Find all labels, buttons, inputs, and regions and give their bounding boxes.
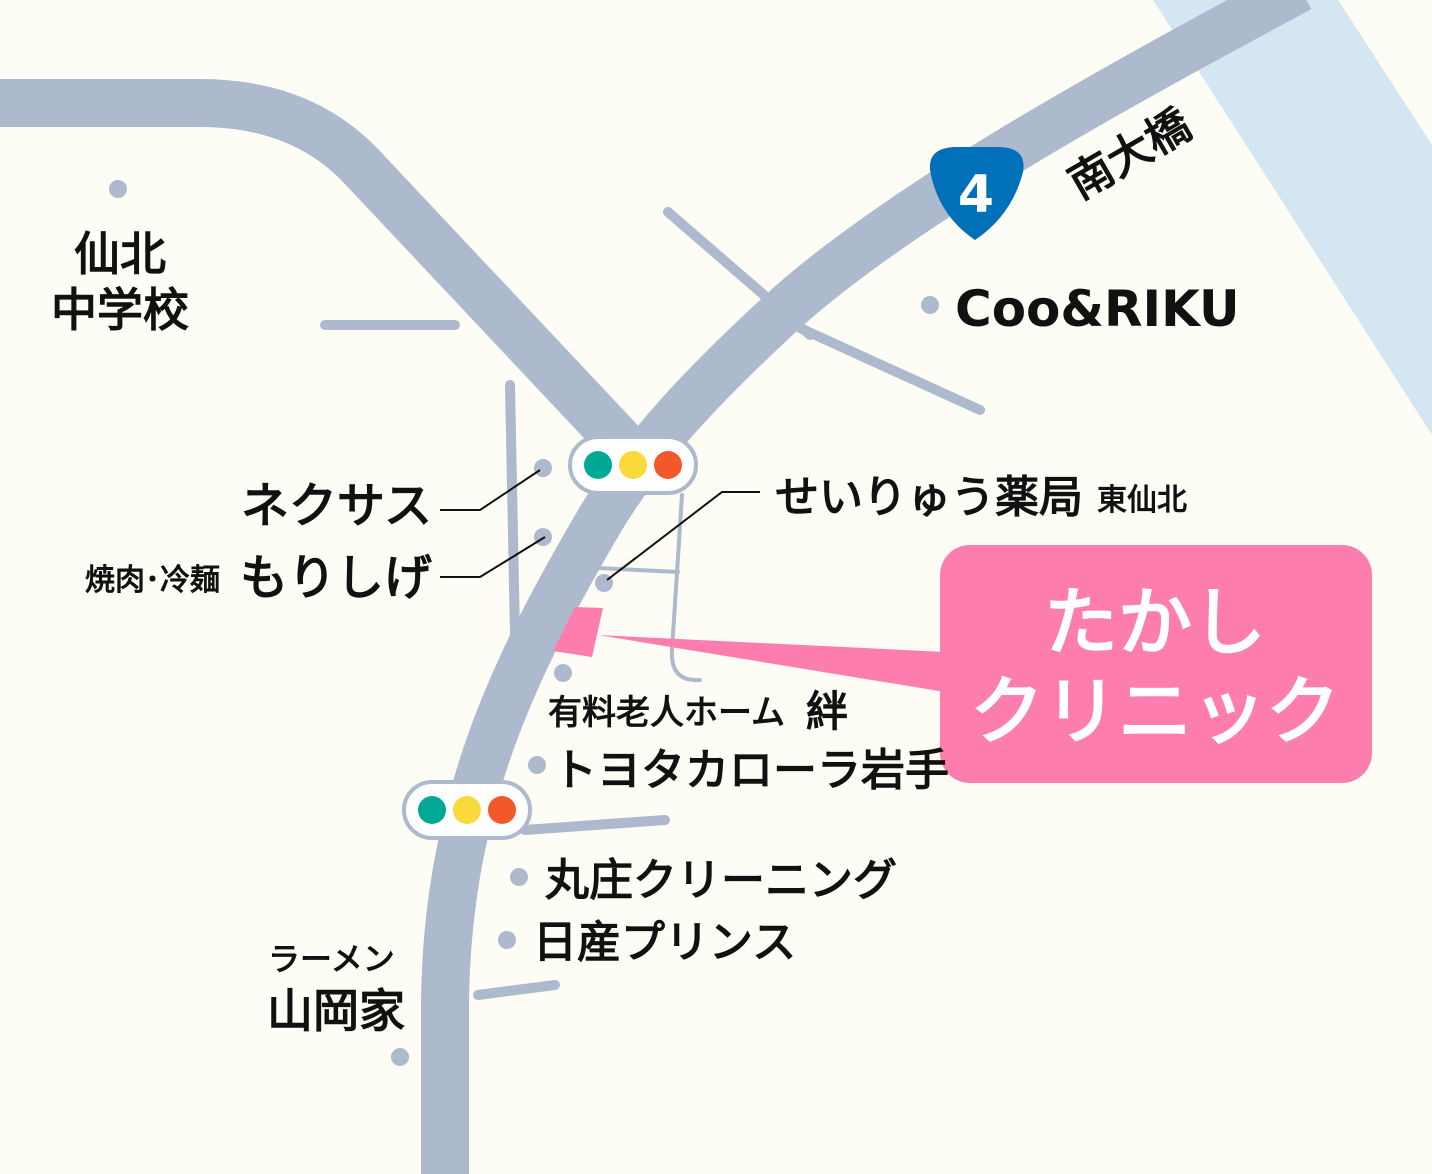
clinic-name-line1: たかし bbox=[1044, 580, 1266, 666]
minor-road bbox=[505, 380, 520, 640]
clinic-name-line2: クリニック bbox=[970, 669, 1340, 755]
route-number: 4 bbox=[958, 165, 994, 225]
label-nursing-home-name: 絆 bbox=[806, 687, 848, 736]
minor-roads bbox=[320, 207, 985, 1000]
minor-road bbox=[473, 980, 560, 1000]
national-route-shield-icon: 4 bbox=[929, 147, 1024, 240]
callout-pointer bbox=[598, 635, 945, 692]
label-pharmacy-branch: 東仙北 bbox=[1097, 483, 1187, 518]
leader-line bbox=[440, 469, 541, 511]
clinic-callout: たかし クリニック bbox=[940, 545, 1372, 783]
poi-dot bbox=[510, 868, 528, 886]
poi-dot bbox=[109, 180, 127, 198]
label-pharmacy: せいりゅう薬局 bbox=[775, 472, 1083, 523]
label-nursing-home: 有料老人ホーム bbox=[548, 693, 785, 733]
poi-dot bbox=[554, 664, 572, 682]
poi-dot bbox=[534, 459, 552, 477]
main-road-west bbox=[0, 79, 648, 469]
poi-dot bbox=[391, 1048, 409, 1066]
minor-road bbox=[520, 815, 670, 835]
poi-dot bbox=[498, 931, 516, 949]
label-school: 中学校 bbox=[51, 283, 189, 337]
route-4-road bbox=[421, 0, 1312, 1174]
poi-dot bbox=[534, 528, 552, 546]
poi-dot bbox=[528, 756, 546, 774]
label-ramen: 山岡家 bbox=[267, 984, 405, 1038]
traffic-light-icon bbox=[568, 435, 698, 495]
label-morishige: もりしげ bbox=[240, 550, 432, 606]
label-cleaning: 丸庄クリーニング bbox=[544, 855, 897, 906]
poi-dots bbox=[109, 180, 939, 1066]
label-ramen-category: ラーメン bbox=[268, 940, 395, 978]
alley bbox=[669, 493, 702, 683]
label-coo-riku: Coo&RIKU bbox=[955, 280, 1240, 338]
main-roads bbox=[0, 0, 1312, 1174]
label-nissan: 日産プリンス bbox=[533, 917, 796, 968]
clinic-building bbox=[553, 607, 603, 657]
traffic-light-icon bbox=[402, 780, 532, 840]
leader-line bbox=[606, 491, 760, 581]
river bbox=[1153, 0, 1432, 435]
minor-road bbox=[795, 323, 985, 415]
label-nexus: ネクサス bbox=[241, 478, 432, 534]
label-school: 仙北 bbox=[74, 227, 166, 281]
leader-line bbox=[440, 536, 546, 578]
label-morishige-category: 焼肉･冷麺 bbox=[85, 563, 220, 598]
alley bbox=[596, 566, 680, 574]
leader-lines bbox=[440, 469, 760, 581]
label-toyota: トヨタカローラ岩手 bbox=[553, 745, 949, 796]
poi-dot bbox=[921, 296, 939, 314]
